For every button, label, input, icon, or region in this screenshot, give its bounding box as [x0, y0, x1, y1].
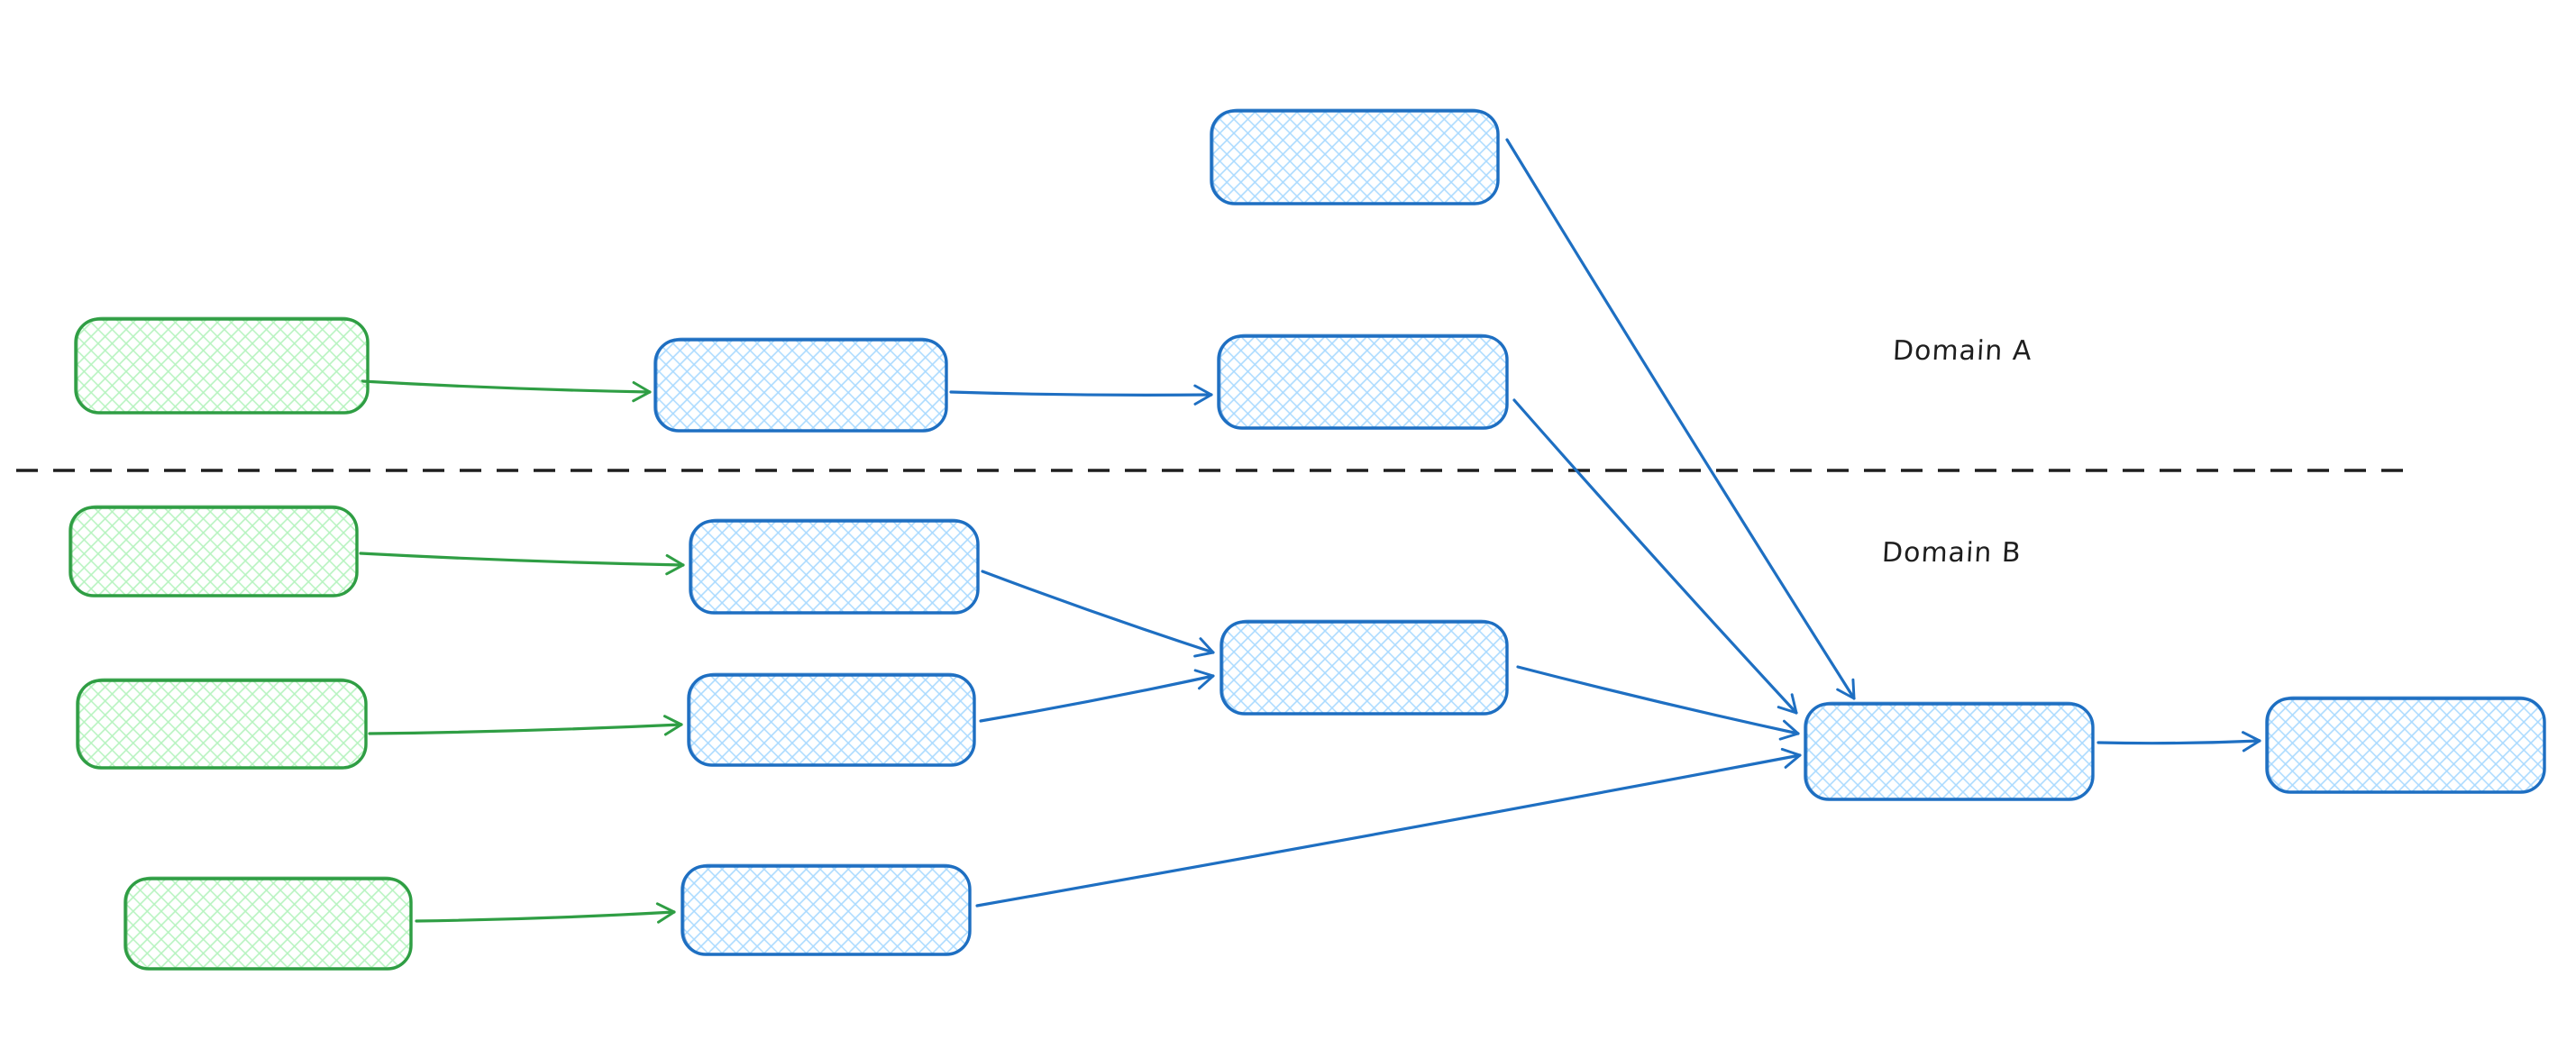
green-box-b1: [69, 505, 359, 597]
domain-a-label: Domain A: [1892, 335, 2033, 367]
arrow-blue-top-to-sink: [1505, 138, 1856, 700]
arrow-blue-a1-to-blue-a2: [949, 384, 1213, 406]
arrow-green-a-to-blue-a1: [361, 379, 652, 403]
arrow-blue-b1-to-merge: [981, 570, 1215, 658]
domain-b-label: Domain B: [1881, 537, 2023, 569]
blue-box-b1: [689, 518, 980, 615]
arrow-sink-to-final: [2096, 731, 2261, 753]
blue-box-b-merge: [1219, 619, 1509, 716]
blue-box-a2: [1217, 333, 1509, 430]
green-box-a: [74, 316, 370, 415]
arrow-merge-to-sink: [1516, 665, 1800, 741]
arrow-green-b1-to-blue-b1: [359, 552, 685, 576]
blue-box-a1: [653, 337, 948, 433]
arrow-blue-b2-to-merge: [979, 669, 1215, 723]
arrow-blue-a2-to-sink: [1512, 398, 1798, 715]
arrow-green-b2-to-blue-b2: [368, 715, 683, 736]
green-box-b3: [123, 876, 413, 971]
arrow-blue-b3-to-sink: [975, 747, 1802, 908]
green-box-b2: [76, 678, 368, 770]
blue-box-b3: [681, 863, 972, 956]
blue-box-b2: [687, 672, 976, 767]
blue-box-sink: [1804, 701, 2095, 801]
arrow-green-b3-to-blue-b3: [415, 902, 676, 924]
blue-box-final: [2265, 696, 2546, 794]
blue-box-top: [1210, 108, 1500, 205]
